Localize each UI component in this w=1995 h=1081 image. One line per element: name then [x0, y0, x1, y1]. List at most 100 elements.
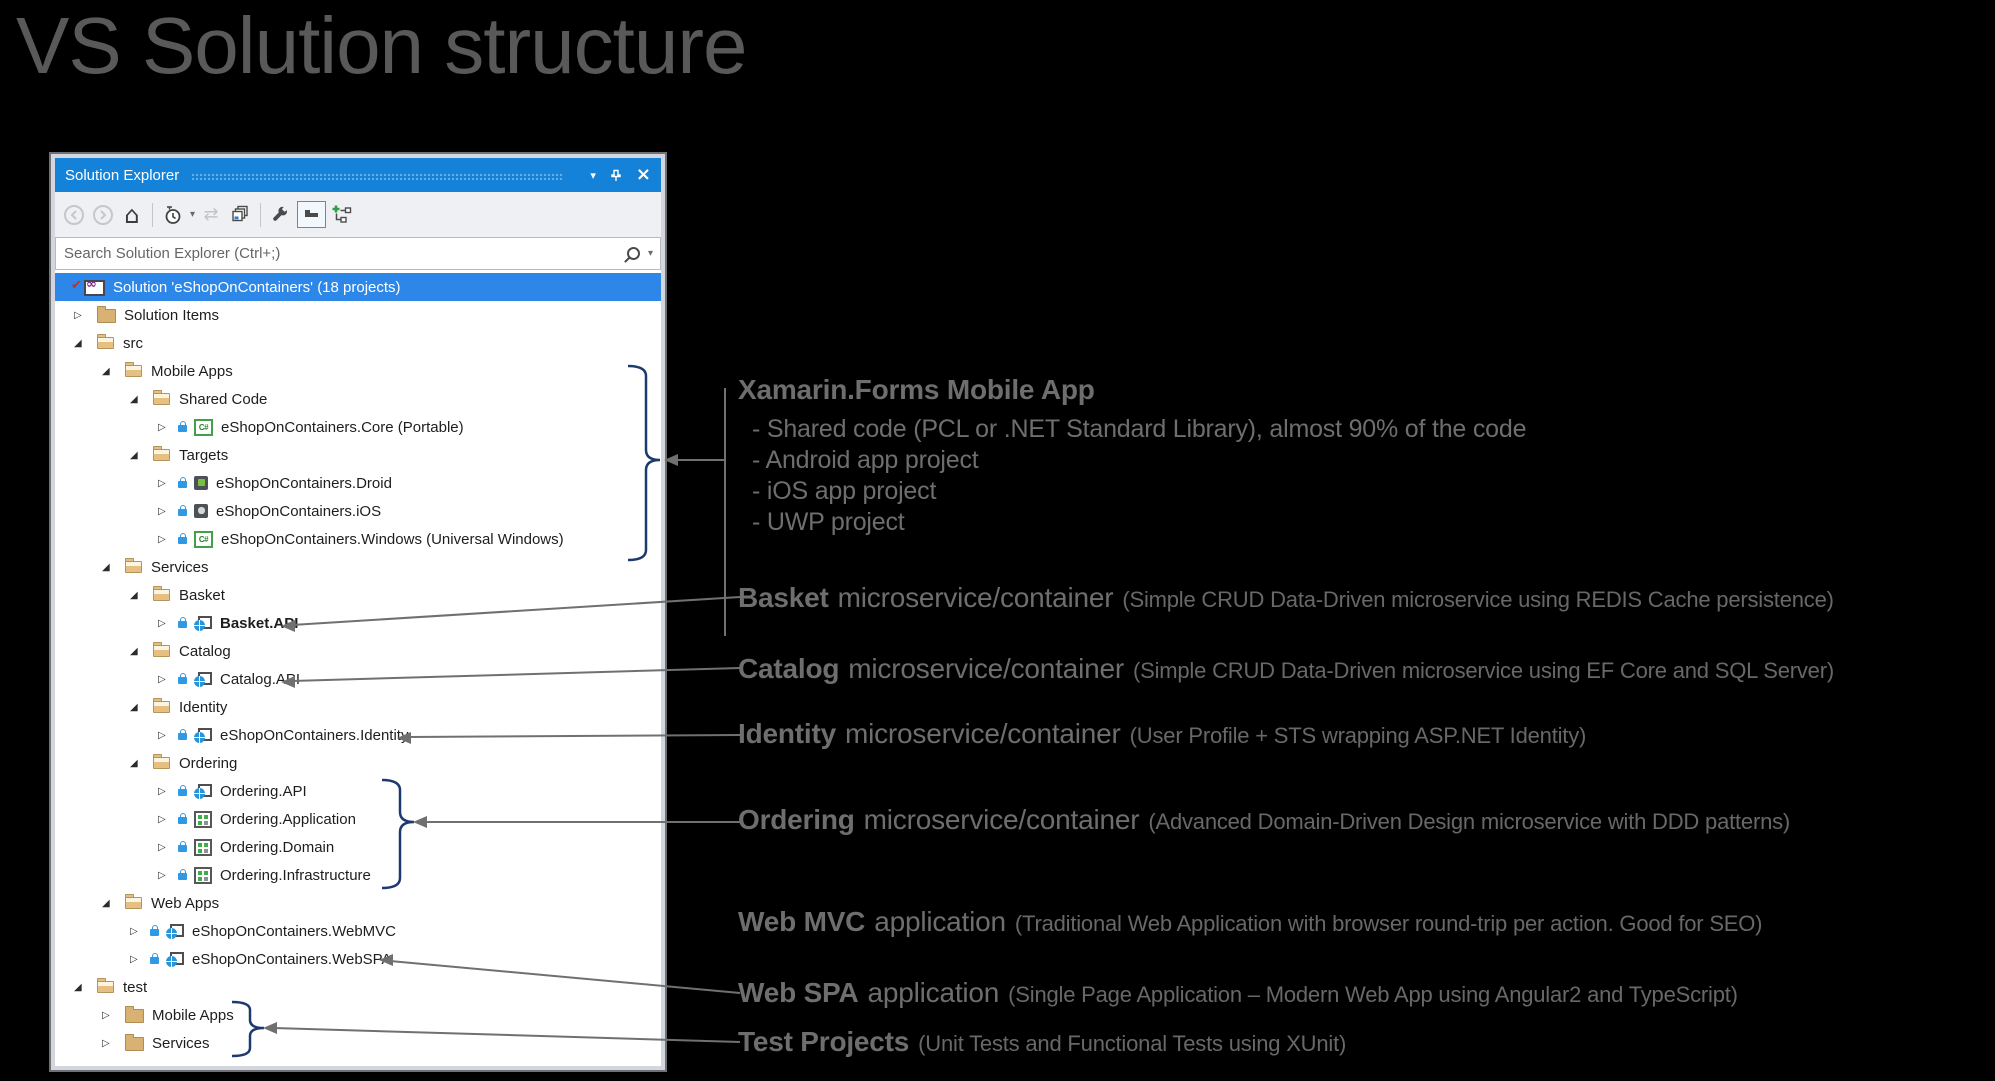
tree-row[interactable]: ▷ eShopOnContainers.WebSPA — [55, 945, 661, 973]
tree-row[interactable]: ▷ Basket.API — [55, 609, 661, 637]
expanded-expander-icon[interactable]: ◢ — [130, 645, 138, 657]
tree-item-label: Services — [152, 1034, 210, 1052]
folder-closed-icon — [97, 306, 116, 323]
back-icon[interactable] — [61, 201, 87, 229]
tree-row[interactable]: ◢ Shared Code — [55, 385, 661, 413]
tree-row[interactable]: ▷ Ordering.Infrastructure — [55, 861, 661, 889]
annotation-bullet: - UWP project — [752, 508, 905, 536]
tree-item-label: Ordering.Infrastructure — [220, 866, 371, 884]
tree-row[interactable]: ▷ Ordering.Application — [55, 805, 661, 833]
annotation-paren: (User Profile + STS wrapping ASP.NET Ide… — [1129, 723, 1587, 748]
tree-row[interactable]: ◢ test — [55, 973, 661, 1001]
tree-row[interactable]: ▷ Ordering.Domain — [55, 833, 661, 861]
expanded-expander-icon[interactable]: ◢ — [130, 757, 138, 769]
search-input[interactable] — [56, 245, 627, 262]
refresh-icon[interactable]: ⇄ — [203, 204, 219, 225]
toolbar-separator — [260, 202, 262, 227]
tree-row[interactable]: ▷ eShopOnContainers.Windows (Universal W… — [55, 525, 661, 553]
collapsed-expander-icon[interactable]: ▷ — [158, 421, 166, 433]
annotation-bold: Ordering — [738, 804, 855, 835]
collapsed-expander-icon[interactable]: ▷ — [158, 617, 166, 629]
folder-closed-icon — [125, 1034, 144, 1051]
window-position-caret-icon[interactable]: ▾ — [590, 168, 596, 182]
annotation-mid: microservice/container — [837, 582, 1114, 613]
folder-open-icon — [125, 894, 143, 911]
tree-row[interactable]: ◢ Ordering — [55, 749, 661, 777]
tree-item-label: Targets — [179, 446, 229, 464]
tree-row[interactable]: ◢ Catalog — [55, 637, 661, 665]
collapsed-expander-icon[interactable]: ▷ — [158, 813, 166, 825]
annotation-bullet: - Android app project — [752, 446, 979, 474]
expanded-expander-icon[interactable]: ◢ — [130, 589, 138, 601]
lib-icon — [194, 838, 212, 856]
tree-row[interactable]: ▷ eShopOnContainers.WebMVC — [55, 917, 661, 945]
magnifier-icon[interactable] — [626, 247, 640, 260]
search-caret-icon[interactable]: ▾ — [647, 248, 653, 259]
tree-row[interactable]: Solution 'eShopOnContainers' (18 project… — [55, 273, 661, 301]
collapsed-expander-icon[interactable]: ▷ — [102, 1009, 110, 1021]
collapsed-expander-icon[interactable]: ▷ — [130, 953, 138, 965]
sync-with-active-document-icon[interactable] — [329, 201, 355, 229]
collapsed-expander-icon[interactable]: ▷ — [158, 785, 166, 797]
lock-icon — [178, 616, 187, 628]
home-icon[interactable]: ⌂ — [124, 200, 140, 229]
close-icon[interactable]: × — [635, 164, 651, 185]
preview-selected-items-icon[interactable] — [297, 201, 327, 228]
dropdown-caret-icon[interactable]: ▾ — [190, 209, 196, 220]
tree-row[interactable]: ◢ Basket — [55, 581, 661, 609]
wrench-icon[interactable] — [268, 201, 294, 229]
tree-item-label: Solution Items — [124, 306, 220, 324]
tree-item-label: eShopOnContainers.WebMVC — [192, 922, 396, 940]
tree-row[interactable]: ▷ eShopOnContainers.Identity — [55, 721, 661, 749]
expanded-expander-icon[interactable]: ◢ — [130, 701, 138, 713]
tree-item-label: Ordering.Application — [220, 810, 356, 828]
lock-icon — [178, 672, 187, 684]
collapsed-expander-icon[interactable]: ▷ — [158, 869, 166, 881]
collapsed-expander-icon[interactable]: ▷ — [130, 925, 138, 937]
collapsed-expander-icon[interactable]: ▷ — [158, 477, 166, 489]
tree-row[interactable]: ▷ Solution Items — [55, 301, 661, 329]
tree-row[interactable]: ▷ eShopOnContainers.Droid — [55, 469, 661, 497]
expanded-expander-icon[interactable]: ◢ — [102, 365, 110, 377]
tree-item-label: Catalog.API — [220, 670, 301, 688]
pin-icon[interactable] — [610, 169, 622, 182]
tree-item-label: Ordering.Domain — [220, 838, 335, 856]
collapsed-expander-icon[interactable]: ▷ — [158, 673, 166, 685]
tree-row[interactable]: ◢ src — [55, 329, 661, 357]
expanded-expander-icon[interactable]: ◢ — [102, 897, 110, 909]
folder-open-icon — [153, 390, 171, 407]
tree-row[interactable]: ▷ eShopOnContainers.iOS — [55, 497, 661, 525]
expanded-expander-icon[interactable]: ◢ — [74, 337, 82, 349]
tree-row[interactable]: ◢ Web Apps — [55, 889, 661, 917]
tree-item-label: Services — [151, 558, 209, 576]
annotation-paren: (Single Page Application – Modern Web Ap… — [1008, 982, 1738, 1007]
solution-explorer-panel: Solution Explorer ▾ × ⌂ ▾ ⇄ — [55, 158, 661, 1066]
tree-row[interactable]: ◢ Targets — [55, 441, 661, 469]
collapsed-expander-icon[interactable]: ▷ — [158, 729, 166, 741]
expanded-expander-icon[interactable]: ◢ — [102, 561, 110, 573]
lock-icon — [178, 504, 187, 516]
tree-row[interactable]: ◢ Identity — [55, 693, 661, 721]
annotation-mid: microservice/container — [863, 804, 1140, 835]
collapsed-expander-icon[interactable]: ▷ — [158, 841, 166, 853]
collapsed-expander-icon[interactable]: ▷ — [74, 309, 82, 321]
tree-row[interactable]: ▷ Catalog.API — [55, 665, 661, 693]
tree-row[interactable]: ▷ Mobile Apps — [55, 1001, 661, 1029]
forward-icon[interactable] — [90, 201, 116, 229]
tree-row[interactable]: ▷ Ordering.API — [55, 777, 661, 805]
collapsed-expander-icon[interactable]: ▷ — [158, 505, 166, 517]
tree-row[interactable]: ▷ eShopOnContainers.Core (Portable) — [55, 413, 661, 441]
expanded-expander-icon[interactable]: ◢ — [130, 393, 138, 405]
annotation-paren: (Simple CRUD Data-Driven microservice us… — [1132, 658, 1834, 683]
expanded-expander-icon[interactable]: ◢ — [74, 981, 82, 993]
collapsed-expander-icon[interactable]: ▷ — [158, 533, 166, 545]
titlebar-grip[interactable] — [191, 173, 565, 181]
collapse-all-icon[interactable] — [227, 201, 253, 229]
collapsed-expander-icon[interactable]: ▷ — [102, 1037, 110, 1049]
tree-row[interactable]: ◢ Mobile Apps — [55, 357, 661, 385]
panel-titlebar[interactable]: Solution Explorer ▾ × — [55, 158, 661, 192]
expanded-expander-icon[interactable]: ◢ — [130, 449, 138, 461]
tree-row[interactable]: ▷ Services — [55, 1029, 661, 1057]
pending-changes-filter-icon[interactable] — [160, 201, 186, 229]
tree-row[interactable]: ◢ Services — [55, 553, 661, 581]
